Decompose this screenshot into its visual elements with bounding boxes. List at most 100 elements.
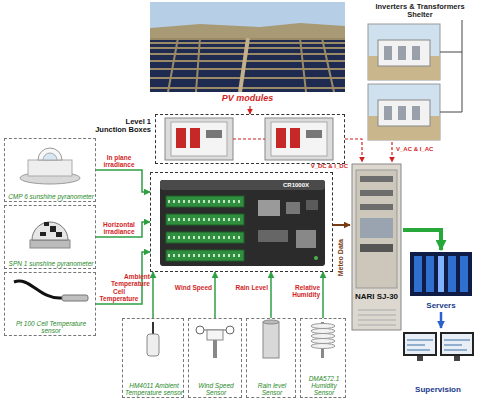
pv-plant-photo xyxy=(150,70,345,77)
cabinet-icon xyxy=(360,218,393,238)
shelter-photo xyxy=(398,46,406,60)
pv-plant-photo xyxy=(150,79,345,87)
node-label: PV modules xyxy=(150,94,345,104)
signal-label: Ambient Temperature xyxy=(108,274,150,288)
bracket-line xyxy=(440,20,462,112)
signal-label: V_AC & I_AC xyxy=(396,146,448,152)
datalogger-device xyxy=(296,230,316,248)
connector-arrow xyxy=(96,252,150,304)
server-room-icon xyxy=(438,256,444,292)
datalogger-device xyxy=(258,230,288,242)
sensor-box: Rain level Sensor xyxy=(246,318,296,398)
sensor-label: Pt 100 Cell Temperature sensor xyxy=(7,320,95,334)
sensor-label: DMA572.1 Humidity Sensor xyxy=(302,375,346,396)
cabinet-icon xyxy=(360,204,393,210)
signal-label: Rain Level xyxy=(226,285,268,292)
connector-arrow xyxy=(403,230,441,250)
pv-plant-photo xyxy=(150,2,345,92)
monitor-icon xyxy=(454,356,460,361)
temperature-sensor-icon xyxy=(147,334,159,356)
datalogger-device xyxy=(286,202,300,214)
cabinet-icon xyxy=(356,170,397,288)
humidity-shield-icon xyxy=(311,339,335,344)
junction-box-photo xyxy=(176,128,186,148)
pyranometer-icon xyxy=(30,240,70,248)
pv-plant-photo xyxy=(150,89,345,92)
server-node: Servers xyxy=(408,250,474,312)
junction-box-photo xyxy=(306,130,322,138)
cabinet-icon xyxy=(358,310,396,325)
monitor-icon xyxy=(405,334,435,354)
node-label: Inverters & Transformers Shelter xyxy=(362,3,478,20)
rain-gauge-icon xyxy=(263,320,279,358)
datalogger-device xyxy=(168,202,242,256)
monitor-icon xyxy=(403,332,437,356)
humidity-shield-icon xyxy=(311,334,335,339)
datalogger-device xyxy=(314,256,318,260)
rain-gauge-icon xyxy=(263,320,279,324)
monitor-icon xyxy=(444,340,470,350)
datalogger-device xyxy=(306,200,318,210)
sensor-label: Wind Speed Sensor xyxy=(190,382,242,396)
connector-arrow xyxy=(96,170,150,192)
pv-plant-photo xyxy=(168,38,334,92)
node-label: Supervision xyxy=(400,386,476,395)
sensor-box: Pt 100 Cell Temperature sensor xyxy=(4,272,96,336)
sensor-label: CMP 6 sunshine pyranometer xyxy=(7,193,95,200)
sensor-label: Rain level Sensor xyxy=(248,382,296,396)
pv-plant-photo xyxy=(150,55,345,60)
sensor-box: SPN 1 sunshine pyranometer xyxy=(4,205,96,269)
pyranometer-icon xyxy=(32,222,68,240)
datalogger-box: CR1000X xyxy=(150,172,333,272)
cabinet-node: NARI SJ-30 xyxy=(350,162,403,332)
device-model: CR1000X xyxy=(283,182,327,189)
monitor-icon xyxy=(407,340,433,350)
cabinet-icon xyxy=(352,164,401,330)
signal-label: In plane irradiance xyxy=(98,155,140,169)
anemometer-icon xyxy=(196,326,234,358)
server-room-icon xyxy=(460,256,468,292)
temperature-sensor-icon xyxy=(152,322,154,334)
monitor-icon xyxy=(417,356,423,361)
junction-box-photo xyxy=(271,122,327,156)
monitor-icon xyxy=(442,334,472,354)
shelter-photo xyxy=(398,106,406,120)
connector-arrow xyxy=(333,224,350,226)
pyranometer-icon xyxy=(43,153,57,160)
sensor-box: DMA572.1 Humidity Sensor xyxy=(300,318,346,398)
group-heading: Level 1 Junction Boxes xyxy=(93,118,151,135)
connector-arrow xyxy=(322,272,324,318)
junction-box-photo xyxy=(265,118,333,160)
cabinet-icon xyxy=(360,190,393,196)
pv-plant-photo xyxy=(150,62,345,68)
connector-arrow xyxy=(214,272,216,318)
shelter-node: Inverters & Transformers Shelter xyxy=(362,2,478,142)
connector-arrow xyxy=(152,272,154,318)
sensor-label: SPN 1 sunshine pyranometer xyxy=(7,260,95,267)
connector-arrow xyxy=(345,139,362,162)
junction-box-photo xyxy=(233,139,265,140)
signal-label: Cell Temperature xyxy=(98,289,140,303)
pyranometer-icon xyxy=(30,222,70,248)
shelter-photo xyxy=(368,24,440,80)
temperature-sensor-icon xyxy=(147,322,159,356)
connector-arrow xyxy=(96,222,150,237)
signal-label: Meteo Data xyxy=(337,233,344,283)
monitor-icon xyxy=(440,332,474,356)
node-label: NARI SJ-30 xyxy=(350,293,403,302)
pv-modules-node: PV modules xyxy=(150,2,345,106)
junction-box-group: Level 1 Junction Boxes xyxy=(155,114,345,164)
shelter-photo xyxy=(384,106,392,120)
cabinet-icon xyxy=(360,244,393,252)
node-label: Servers xyxy=(408,302,474,311)
temperature-probe-icon xyxy=(62,295,88,301)
sensor-label: HM4011 Ambient Temperature sensor xyxy=(124,382,184,396)
humidity-shield-icon xyxy=(311,344,335,349)
pv-plant-photo xyxy=(240,38,248,92)
anemometer-icon xyxy=(207,330,223,340)
server-room-icon xyxy=(448,256,456,292)
monitor-icon xyxy=(403,332,474,361)
junction-box-photo xyxy=(190,128,200,148)
